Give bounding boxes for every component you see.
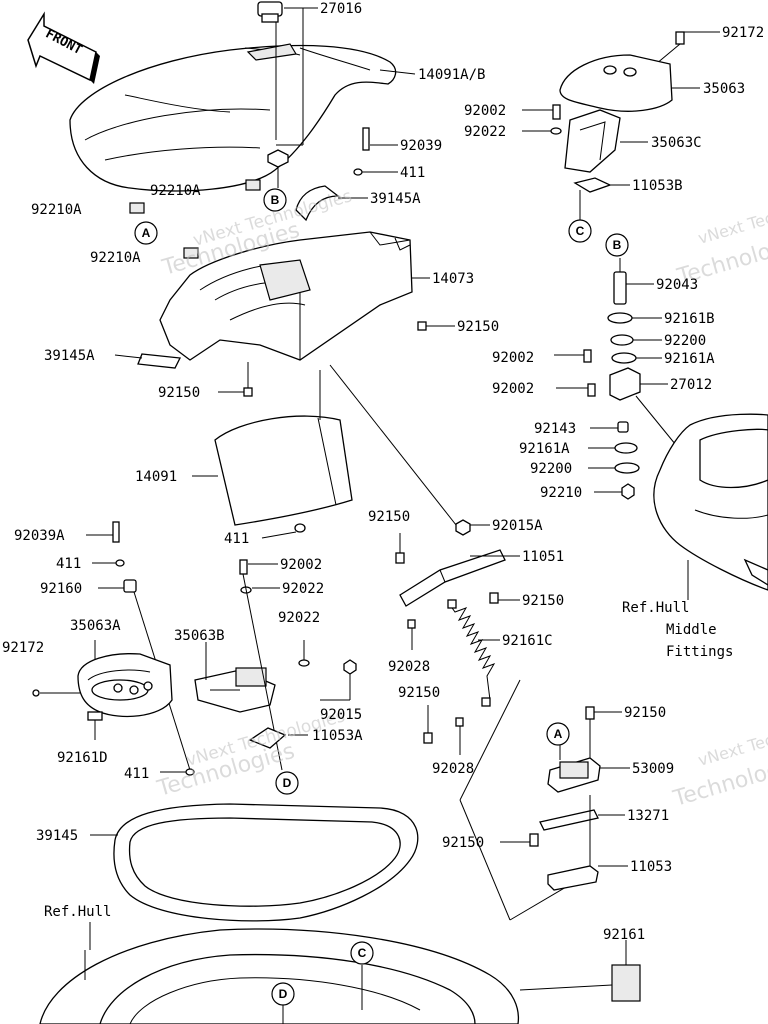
seat-part [69, 43, 397, 192]
callout-d-2: D [271, 982, 295, 1006]
callout-a-2: A [546, 722, 570, 746]
label-92161c: 92161C [502, 633, 553, 649]
label-411: 411 [224, 531, 249, 547]
label-92022: 92022 [278, 610, 320, 626]
label-11053a: 11053A [312, 728, 363, 744]
label-92150: 92150 [158, 385, 200, 401]
cover-14091-part [214, 415, 353, 526]
label-411: 411 [56, 556, 81, 572]
label-92039a: 92039A [14, 528, 65, 544]
label-39145a: 39145A [44, 348, 95, 364]
label-92043: 92043 [656, 277, 698, 293]
cover-35063-part [559, 54, 673, 112]
front-arrow-icon: FRONT [27, 11, 100, 84]
label-92161b: 92161B [664, 311, 715, 327]
label-92150: 92150 [398, 685, 440, 701]
label-11051: 11051 [522, 549, 564, 565]
label-14091ab: 14091A/B [418, 67, 485, 83]
label-92210a: 92210A [150, 183, 201, 199]
label-92002: 92002 [492, 350, 534, 366]
label-92200: 92200 [530, 461, 572, 477]
label-92002: 92002 [464, 103, 506, 119]
label-92210a: 92210A [31, 202, 82, 218]
callout-c-1: C [568, 219, 592, 243]
label-27016: 27016 [320, 1, 362, 17]
label-92039: 92039 [400, 138, 442, 154]
label-14073: 14073 [432, 271, 474, 287]
label-92150: 92150 [457, 319, 499, 335]
label-39145: 39145 [36, 828, 78, 844]
label-35063c: 35063C [651, 135, 702, 151]
svg-text:B: B [613, 238, 622, 252]
svg-text:B: B [271, 193, 280, 207]
callout-b-1: B [263, 188, 287, 212]
bracket-11051-part [399, 549, 506, 607]
callout-c-2: C [350, 941, 374, 965]
svg-text:A: A [142, 226, 151, 240]
label-92150: 92150 [522, 593, 564, 609]
label-92002: 92002 [492, 381, 534, 397]
label-92160: 92160 [40, 581, 82, 597]
label-92210a: 92210A [90, 250, 141, 266]
ref-hull-middle: Ref.Hull [622, 600, 689, 616]
svg-text:D: D [283, 776, 292, 790]
label-92210: 92210 [540, 485, 582, 501]
label-411: 411 [400, 165, 425, 181]
box-35063a-part [77, 653, 173, 718]
label-92161a: 92161A [664, 351, 715, 367]
label-13271: 13271 [627, 808, 669, 824]
label-92150: 92150 [442, 835, 484, 851]
body-14073-part [159, 231, 413, 361]
label-92028: 92028 [388, 659, 430, 675]
label-53009: 53009 [632, 761, 674, 777]
label-14091: 14091 [135, 469, 177, 485]
svg-text:A: A [554, 727, 563, 741]
label-35063: 35063 [703, 81, 745, 97]
part-labels: 27016 14091A/B 92039 411 39145A 92210A 9… [2, 1, 764, 943]
label-92143: 92143 [534, 421, 576, 437]
label-92161: 92161 [603, 927, 645, 943]
ref-middle: Middle [666, 622, 717, 638]
label-11053b: 11053B [632, 178, 683, 194]
label-92015a: 92015A [492, 518, 543, 534]
svg-text:C: C [358, 946, 367, 960]
bracket-35063c-part [564, 109, 621, 173]
hull-middle-fittings-part [653, 413, 768, 591]
svg-text:C: C [576, 224, 585, 238]
bracket-35063b-part [194, 667, 276, 713]
label-92150: 92150 [368, 509, 410, 525]
label-92022: 92022 [464, 124, 506, 140]
label-27012: 27012 [670, 377, 712, 393]
ref-hull-bottom: Ref.Hull [44, 904, 111, 920]
label-92002: 92002 [280, 557, 322, 573]
label-11053: 11053 [630, 859, 672, 875]
label-35063a: 35063A [70, 618, 121, 634]
ref-fittings: Fittings [666, 644, 733, 660]
label-39145a: 39145A [370, 191, 421, 207]
label-92015: 92015 [320, 707, 362, 723]
label-35063b: 35063B [174, 628, 225, 644]
label-92200: 92200 [664, 333, 706, 349]
spring-92161c-part [447, 599, 496, 707]
label-92150: 92150 [624, 705, 666, 721]
seal-39145-part [113, 803, 419, 922]
callout-d-1: D [275, 771, 299, 795]
label-92028: 92028 [432, 761, 474, 777]
label-92172: 92172 [2, 640, 44, 656]
label-92172: 92172 [722, 25, 764, 41]
callout-b-2: B [605, 233, 629, 257]
bracket-27012-part [609, 367, 641, 401]
label-92161d: 92161D [57, 750, 108, 766]
cap-27016-part [257, 1, 318, 23]
label-92161a: 92161A [519, 441, 570, 457]
label-92022: 92022 [282, 581, 324, 597]
label-411: 411 [124, 766, 149, 782]
callout-a-1: A [134, 221, 158, 245]
svg-text:D: D [279, 987, 288, 1001]
bracket-53009-part [547, 757, 601, 793]
hull-bottom-part [39, 928, 520, 1024]
